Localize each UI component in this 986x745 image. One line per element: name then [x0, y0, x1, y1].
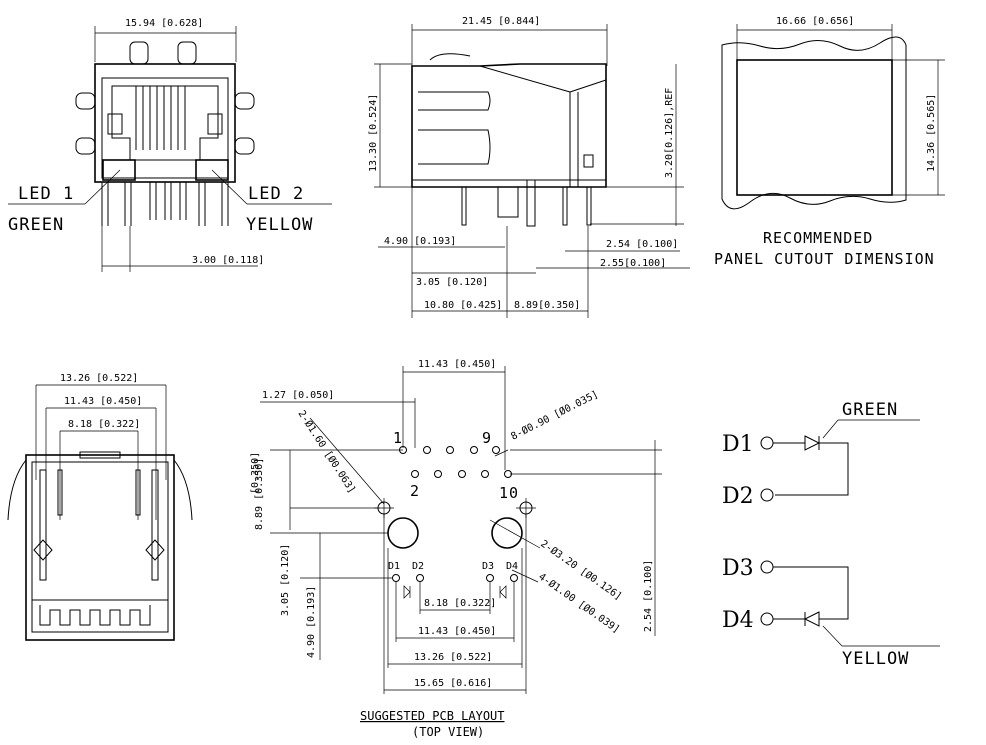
pcb-hole-320: 2-Ø3.20 [Ø0.126]: [538, 538, 624, 603]
pcb-dim-490: 4.90 [0.193]: [306, 586, 317, 658]
bottom-dim-1326: 13.26 [0.522]: [60, 373, 138, 384]
cutout-caption-1: RECOMMENDED: [763, 229, 873, 247]
side-dim-889: 8.89[0.350]: [514, 300, 580, 311]
pcb-pin-9: 9: [482, 429, 492, 447]
side-dim-1080: 10.80 [0.425]: [424, 300, 502, 311]
pcb-dim-bot-1143: 11.43 [0.450]: [418, 626, 496, 637]
pcb-dim-bot-1326: 13.26 [0.522]: [414, 652, 492, 663]
side-view: 21.45 [0.844] 13.30 [0.524] 3.20[0.126],…: [368, 16, 690, 318]
side-dim-305: 3.05 [0.120]: [416, 277, 488, 288]
pcb-pin-10: 10: [499, 484, 519, 502]
led1-color: GREEN: [8, 215, 64, 235]
pcb-caption-2: (TOP VIEW): [412, 725, 484, 739]
led-schematic: GREEN D1 D2 D3 D4 YELLOW: [722, 400, 940, 669]
led2-color: YELLOW: [246, 215, 313, 235]
bottom-dim-818: 8.18 [0.322]: [68, 419, 140, 430]
led2-label: LED 2: [248, 184, 304, 204]
cutout-width-dim: 16.66 [0.656]: [776, 16, 854, 27]
side-height-dim: 13.30 [0.524]: [368, 94, 379, 172]
schematic-yellow: YELLOW: [842, 649, 909, 669]
pcb-pin-2: 2: [410, 482, 420, 500]
pcb-dim-right-254: 2.54 [0.100]: [643, 560, 654, 632]
cutout-caption-2: PANEL CUTOUT DIMENSION: [714, 250, 935, 268]
pcb-hole-160: 2-Ø1.60 [Ø0.063]: [295, 408, 358, 495]
pcb-dim-bot-1565: 15.65 [0.616]: [414, 678, 492, 689]
cutout-height-dim: 14.36 [0.565]: [926, 94, 937, 172]
pcb-caption-1: SUGGESTED PCB LAYOUT: [360, 709, 505, 723]
pcb-led-d2: D2: [412, 561, 424, 572]
schematic-d1: D1: [722, 432, 754, 457]
bottom-dim-1143: 11.43 [0.450]: [64, 396, 142, 407]
bottom-view: 13.26 [0.522] 11.43 [0.450] 8.18 [0.322]: [7, 373, 193, 641]
led1-label: LED 1: [18, 184, 74, 204]
schematic-d3: D3: [722, 556, 754, 581]
pcb-led-d1: D1: [388, 561, 400, 572]
pcb-dim-305: 3.05 [0.120]: [280, 544, 291, 616]
side-ref-dim: 3.20[0.126],REF: [664, 88, 675, 178]
pcb-dim-127: 1.27 [0.050]: [262, 390, 334, 401]
pcb-hole-090: 8-Ø0.90 [Ø0.035]: [509, 388, 600, 442]
pcb-pin-1: 1: [393, 429, 403, 447]
side-dim-490: 4.90 [0.193]: [384, 236, 456, 247]
pcb-led-d3: D3: [482, 561, 494, 572]
schematic-green: GREEN: [842, 400, 898, 420]
pcb-dim-bot-818: 8.18 [0.322]: [424, 598, 496, 609]
pcb-led-d4: D4: [506, 561, 518, 572]
schematic-d2: D2: [722, 484, 754, 509]
front-width-dim: 15.94 [0.628]: [125, 18, 203, 29]
schematic-d4: D4: [722, 608, 754, 633]
side-dim-255: 2.55[0.100]: [600, 258, 666, 269]
panel-cutout: 16.66 [0.656] 14.36 [0.565] RECOMMENDED …: [714, 16, 945, 268]
side-length-dim: 21.45 [0.844]: [462, 16, 540, 27]
pcb-hole-100: 4-Ø1.00 [Ø0.039]: [536, 571, 622, 636]
pcb-dim-left-350: [0.350]: [250, 452, 261, 494]
pcb-dim-top-1143: 11.43 [0.450]: [418, 359, 496, 370]
pcb-dim-left-889: 8.89 [0.350]: [254, 458, 265, 530]
front-view: 15.94 [0.628]: [8, 18, 332, 272]
side-dim-254: 2.54 [0.100]: [606, 239, 678, 250]
pcb-layout: 11.43 [0.450] 1.27 [0.050] 2-Ø1.60 [Ø0.0…: [250, 359, 662, 739]
front-offset-dim: 3.00 [0.118]: [192, 255, 264, 266]
